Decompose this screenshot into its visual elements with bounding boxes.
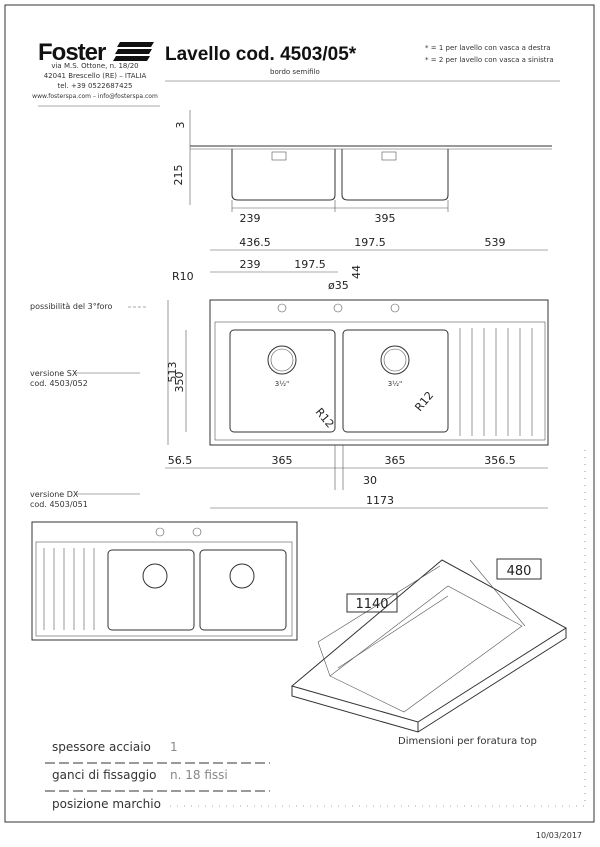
dim-mid: 395 xyxy=(375,212,396,225)
dim-thickness: 3 xyxy=(174,122,187,129)
spec-value: n. 18 fissi xyxy=(170,768,228,782)
dim-bottom: 365 xyxy=(272,454,293,467)
spec-label: posizione marchio xyxy=(52,797,161,811)
brand-logo: Foster xyxy=(38,39,106,66)
cutout-caption: Dimensioni per foratura top xyxy=(398,736,537,747)
logo-stripes-icon xyxy=(113,42,154,61)
dim-bowl-depth: 350 xyxy=(173,372,186,393)
dim-bottom: 356.5 xyxy=(484,454,516,467)
dim-bottom: 56.5 xyxy=(168,454,193,467)
dim-second: 197.5 xyxy=(294,258,326,271)
address-line: via M.S. Ottone, n. 18/20 xyxy=(51,62,138,70)
subtitle: bordo semifilo xyxy=(270,68,320,76)
address-line: tel. +39 0522687425 xyxy=(58,82,133,90)
specs-table: spessore acciaio 1 ganci di fissaggio n.… xyxy=(45,450,586,811)
dim-radius: R10 xyxy=(172,270,194,283)
dim-hole-offset: 44 xyxy=(350,265,363,279)
note: * = 2 per lavello con vasca a sinistra xyxy=(425,56,554,64)
dim-depth: 215 xyxy=(172,165,185,186)
drain-size: 3½" xyxy=(388,380,402,388)
version-dx-code: cod. 4503/051 xyxy=(30,500,88,509)
cutout-width: 480 xyxy=(507,564,532,579)
dim-top: 197.5 xyxy=(354,236,386,249)
drain-size: 3½" xyxy=(275,380,289,388)
drawing-border xyxy=(4,4,595,823)
plan-view: 436.5 197.5 539 239 197.5 44 R10 ø35 pos… xyxy=(30,236,549,509)
dim-left: 239 xyxy=(240,212,261,225)
cutout-length: 1140 xyxy=(355,597,388,612)
cutout-perspective: 1140 480 Dimensioni per foratura top xyxy=(290,558,567,747)
dim-bowl-radius: R12 xyxy=(313,406,337,431)
address-line: www.fosterspa.com – info@fosterspa.com xyxy=(32,93,158,100)
version-sx-label: versione SX xyxy=(30,369,78,378)
dim-bowl-radius: R12 xyxy=(412,389,436,414)
note: * = 1 per lavello con vasca a destra xyxy=(425,44,551,52)
third-hole-note: possibilità del 3°foro xyxy=(30,302,113,311)
page-title: Lavello cod. 4503/05* xyxy=(165,44,357,65)
dim-second: 239 xyxy=(240,258,261,271)
section-view: 3 215 239 395 xyxy=(172,110,552,225)
version-dx-label: versione DX xyxy=(30,490,79,499)
version-dx-view: versione DX cod. 4503/051 xyxy=(30,490,298,641)
dim-width: 513 xyxy=(166,362,179,383)
dim-top: 539 xyxy=(485,236,506,249)
dim-hole: ø35 xyxy=(328,279,349,292)
dim-top: 436.5 xyxy=(239,236,271,249)
spec-value: 1 xyxy=(170,740,178,754)
dim-bottom: 365 xyxy=(385,454,406,467)
header: Foster via M.S. Ottone, n. 18/20 42041 B… xyxy=(32,39,560,107)
dim-total-length: 1173 xyxy=(366,494,394,507)
address-line: 42041 Brescello (RE) – ITALIA xyxy=(44,72,147,80)
drawing-date: 10/03/2017 xyxy=(536,831,582,840)
dim-gap: 30 xyxy=(363,474,377,487)
version-sx-code: cod. 4503/052 xyxy=(30,379,88,388)
spec-label: spessore acciaio xyxy=(52,740,151,754)
spec-label: ganci di fissaggio xyxy=(52,768,156,782)
